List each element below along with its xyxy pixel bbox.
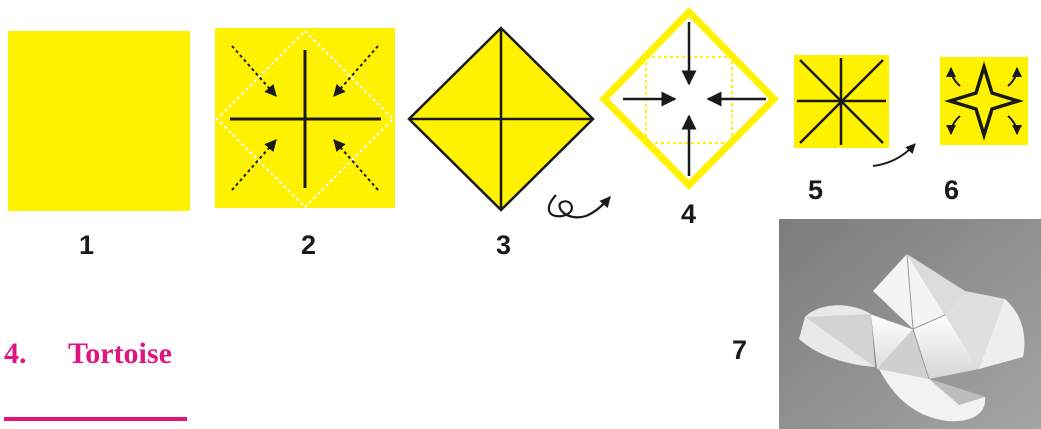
step-label-1: 1 [79, 230, 95, 260]
next-step-arrow-icon [872, 143, 916, 167]
step5-creased-square [794, 55, 889, 148]
step-label-4: 4 [681, 199, 697, 229]
step3-diamond [407, 26, 595, 212]
step2-folded-square [215, 28, 395, 209]
step1-paper-square [8, 31, 190, 211]
step7-tortoise-photo [779, 219, 1041, 429]
turn-over-icon [547, 194, 611, 219]
heading-underline [4, 417, 187, 421]
step-label-5: 5 [808, 175, 824, 205]
step-label-2: 2 [301, 230, 317, 260]
step4-outlined-diamond [599, 6, 779, 190]
step-label-6: 6 [944, 175, 960, 205]
step6-star-square [940, 57, 1028, 145]
section-title: Tortoise [68, 337, 172, 370]
step-label-3: 3 [496, 230, 512, 260]
section-number: 4. [4, 337, 27, 370]
step-label-7: 7 [732, 335, 748, 365]
section-heading: 4. Tortoise [4, 339, 172, 369]
